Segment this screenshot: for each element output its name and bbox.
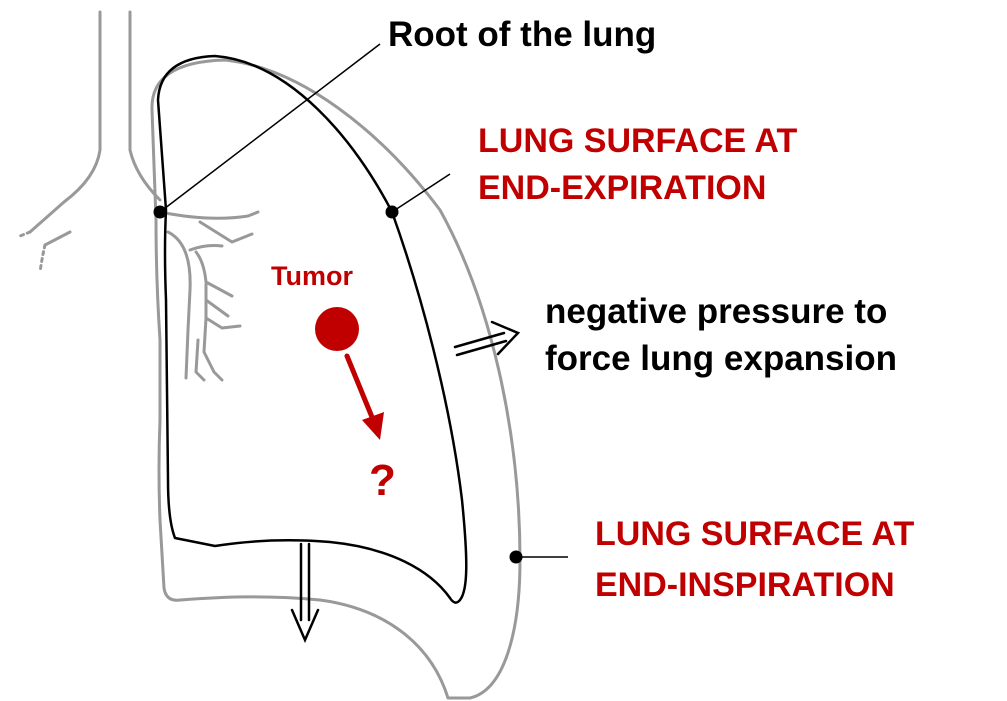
trachea-left-wall <box>30 12 100 232</box>
tumor-dot <box>315 307 359 351</box>
root-of-lung-label: Root of the lung <box>388 15 656 54</box>
tumor-label: Tumor <box>271 261 353 291</box>
lung-surface-end-inspiration <box>152 60 520 698</box>
lower-branch-e <box>196 340 204 380</box>
inspiration-marker-dot <box>510 551 523 564</box>
pressure-label-line2: force lung expansion <box>545 339 897 378</box>
tumor-motion-arrowhead <box>362 412 384 440</box>
airway-bronchi <box>20 12 258 380</box>
question-mark: ? <box>369 456 396 505</box>
expiration-leader-line <box>392 174 450 212</box>
expiration-marker-dot <box>386 206 399 219</box>
upper-right-branch <box>160 212 258 218</box>
left-bronchus-stub <box>45 232 70 245</box>
inspiration-label-line1: LUNG SURFACE AT <box>595 515 914 553</box>
lower-branch-inner <box>190 246 222 251</box>
left-bronchus-dotted <box>40 245 45 272</box>
expiration-label-line1: LUNG SURFACE AT <box>478 122 797 160</box>
lower-branch-a <box>196 252 232 296</box>
root-marker-dot <box>154 206 167 219</box>
left-top-dotted <box>20 232 30 236</box>
pressure-label-line1: negative pressure to <box>545 292 887 331</box>
expiration-label-line2: END-EXPIRATION <box>478 169 766 207</box>
lower-branch-main <box>168 232 190 378</box>
inspiration-label-line2: END-INSPIRATION <box>595 566 895 604</box>
upper-right-branch-2 <box>200 222 252 242</box>
downward-expansion-arrow <box>292 544 318 640</box>
lower-branch-c <box>206 300 228 316</box>
tumor-motion-arrow-shaft <box>347 356 374 422</box>
